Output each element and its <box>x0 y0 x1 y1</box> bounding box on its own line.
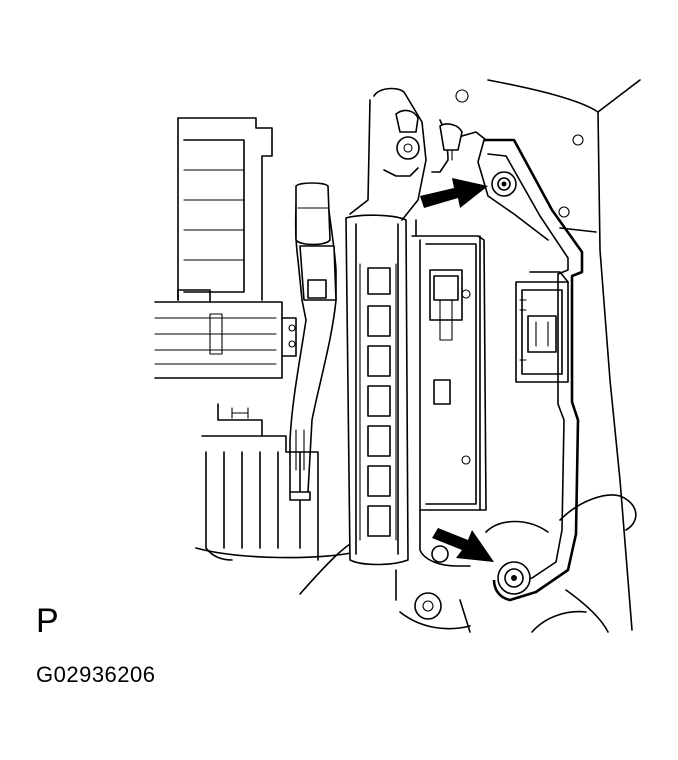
wire-harness <box>289 182 337 501</box>
upper-bolt-arrow <box>420 178 488 208</box>
relay-block <box>177 117 273 301</box>
lower-bolt <box>497 561 531 595</box>
lower-bolt-arrow <box>432 528 494 562</box>
upper-bracket <box>349 87 487 221</box>
bracket-strap <box>477 138 584 602</box>
left-connector-stack <box>154 289 297 379</box>
figure-code: G02936206 <box>36 662 156 687</box>
right-connector <box>515 271 569 383</box>
long-connector <box>345 214 409 566</box>
upper-bolt <box>491 171 517 197</box>
lower-housing <box>395 494 637 633</box>
ecu-body <box>411 219 487 567</box>
view-letter: P <box>36 602 59 640</box>
lower-base <box>195 403 361 595</box>
